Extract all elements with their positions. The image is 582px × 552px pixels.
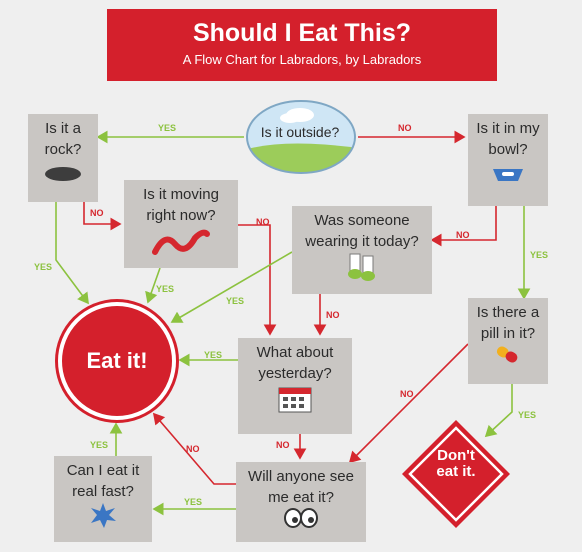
label-yes: YES (530, 250, 549, 260)
worm-icon (152, 229, 210, 255)
node-rock-line2: rock? (44, 141, 82, 158)
node-see-line2: me eat it? (268, 489, 334, 506)
node-bowl-line1: Is it in my (476, 120, 540, 137)
label-no: NO (456, 230, 470, 240)
label-no: NO (256, 217, 270, 227)
calendar-icon (278, 387, 312, 413)
node-rock: Is it a rock? (28, 114, 98, 202)
arrow-pill-to-see (348, 343, 469, 464)
label-no: NO (326, 310, 340, 320)
eyes-icon (284, 508, 318, 528)
node-dont-line1: Don't (437, 447, 475, 464)
socks-icon (348, 253, 375, 281)
arrow-see-to-eat (152, 412, 236, 485)
node-bowl-line2: bowl? (488, 141, 528, 158)
label-yes: YES (204, 350, 223, 360)
splat-icon (91, 503, 116, 528)
node-dont-line2: eat it. (436, 463, 476, 480)
node-moving: Is it moving right now? (124, 180, 238, 268)
page-title: Should I Eat This? (192, 19, 412, 47)
label-yes: YES (226, 296, 245, 306)
node-see: Will anyone see me eat it? (236, 462, 366, 542)
node-eat-it: Eat it! (58, 302, 176, 420)
arrow-wearing-to-eat (170, 251, 293, 323)
arrow-moving-to-yesterday (238, 224, 277, 336)
node-outside-text: Is it outside? (260, 124, 340, 140)
arrow-rock-to-moving (83, 202, 122, 231)
label-yes: YES (518, 410, 537, 420)
node-yesterday: What about yesterday? (238, 338, 352, 434)
label-no: NO (90, 208, 104, 218)
page-subtitle: A Flow Chart for Labradors, by Labradors (182, 52, 422, 67)
label-yes: YES (90, 440, 109, 450)
node-fast-line2: real fast? (72, 483, 134, 500)
label-no: NO (276, 440, 290, 450)
node-yesterday-line2: yesterday? (258, 365, 332, 382)
node-wearing-line1: Was someone (314, 212, 410, 229)
node-wearing-line2: wearing it today? (305, 233, 419, 250)
node-yesterday-line1: What about (256, 344, 334, 361)
arrow-rock-to-eat (55, 202, 89, 305)
node-eat-text: Eat it! (86, 348, 148, 373)
rock-icon (45, 167, 81, 181)
node-pill-line1: Is there a (476, 304, 540, 321)
label-no: NO (186, 444, 200, 454)
label-yes: YES (156, 284, 175, 294)
arrow-bowl-to-wearing (430, 206, 497, 247)
node-fast: Can I eat it real fast? (54, 456, 152, 542)
label-yes: YES (184, 497, 203, 507)
title-banner: Should I Eat This? A Flow Chart for Labr… (107, 9, 497, 81)
pill-icon (496, 346, 518, 363)
node-pill: Is there a pill in it? (468, 298, 548, 384)
node-rock-line1: Is it a (45, 120, 81, 137)
arrow-moving-to-eat (145, 267, 161, 304)
label-no: NO (398, 123, 412, 133)
node-see-line1: Will anyone see (248, 468, 354, 485)
dog-bowl-icon (493, 169, 523, 181)
node-moving-line2: right now? (146, 207, 216, 224)
node-wearing: Was someone wearing it today? (292, 206, 432, 294)
node-dont-eat (402, 420, 510, 528)
label-no: NO (400, 389, 414, 399)
arrow-pill-to-dont (484, 384, 513, 438)
node-bowl: Is it in my bowl? (468, 114, 548, 206)
label-yes: YES (34, 262, 53, 272)
node-pill-line2: pill in it? (480, 325, 536, 342)
node-dont-text: Don't eat it. (414, 448, 498, 480)
node-fast-line1: Can I eat it (66, 462, 140, 479)
outside-oval-node (246, 100, 356, 174)
node-moving-line1: Is it moving (143, 186, 219, 203)
label-yes: YES (158, 123, 177, 133)
